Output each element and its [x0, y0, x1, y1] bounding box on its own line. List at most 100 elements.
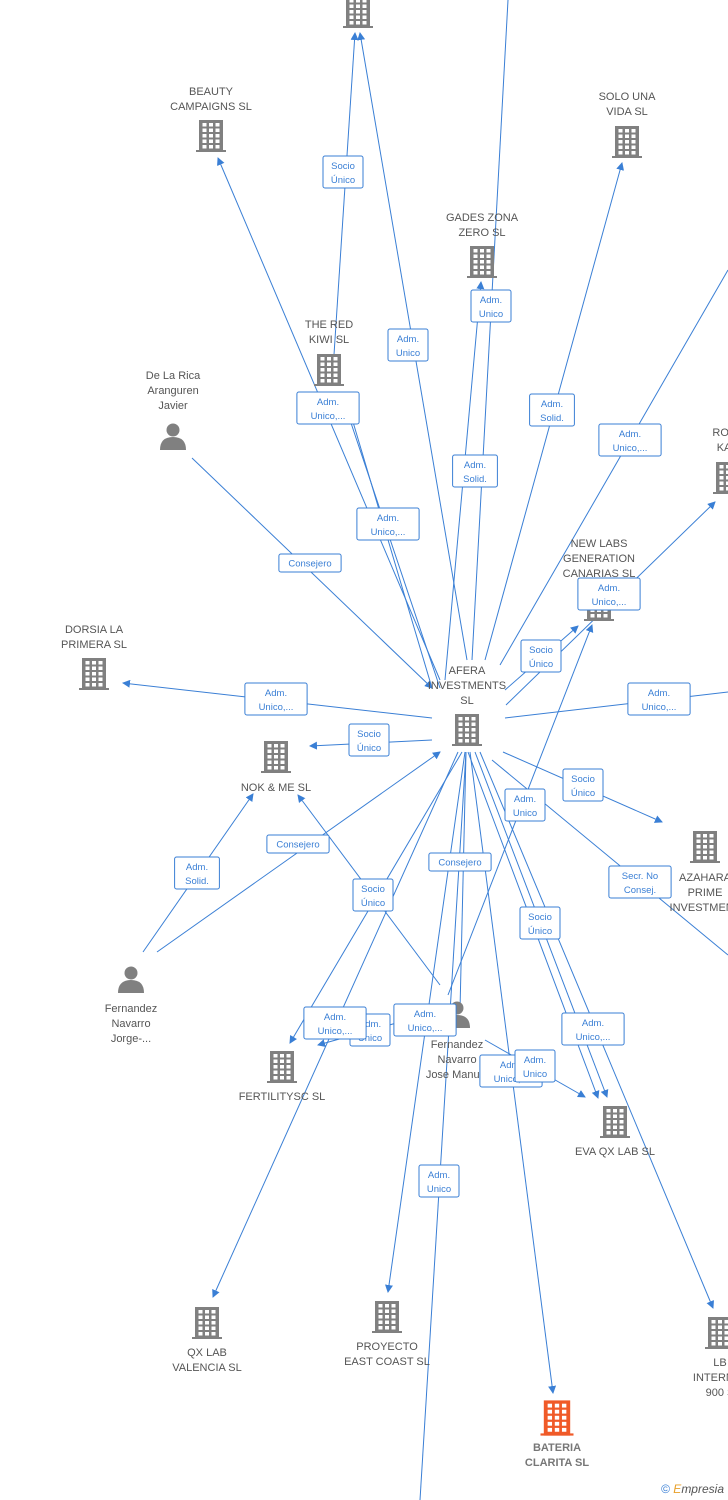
node-label-fertility: FERTILITYSC SL — [239, 1091, 326, 1103]
relation-label-r2[interactable]: Adm.Unico — [387, 328, 429, 362]
svg-text:Consejero: Consejero — [438, 858, 481, 869]
relation-label-r8[interactable]: Adm.Unico,... — [356, 507, 420, 541]
relation-label-r3[interactable]: Adm.Unico — [470, 289, 512, 323]
building-icon — [372, 1301, 402, 1333]
edge-10 — [344, 394, 433, 689]
node-top[interactable] — [343, 0, 373, 28]
svg-text:Adm.Unico: Adm.Unico — [396, 334, 420, 359]
svg-text:Adm.Unico,...: Adm.Unico,... — [318, 1012, 353, 1037]
svg-text:Adm.Unico,...: Adm.Unico,... — [642, 688, 677, 713]
svg-text:Adm.Unico,...: Adm.Unico,... — [494, 1060, 529, 1085]
building-icon — [343, 0, 373, 28]
relation-label-r9[interactable]: Consejero — [278, 553, 342, 573]
relation-label-r18[interactable]: Consejero — [428, 852, 492, 872]
svg-text:Adm.Unico: Adm.Unico — [358, 1019, 382, 1044]
brand-logo: Empresia — [673, 1482, 724, 1496]
relation-label-r29[interactable]: Adm.Unico — [514, 1049, 556, 1083]
node-fertility[interactable]: FERTILITYSC SL — [239, 1051, 326, 1103]
footer-watermark: © Empresia — [661, 1482, 724, 1496]
svg-text:Adm.Unico,...: Adm.Unico,... — [371, 513, 406, 538]
relation-label-r27[interactable]: Adm.Unico — [418, 1164, 460, 1198]
edge-9 — [349, 419, 441, 689]
building-icon — [192, 1307, 222, 1339]
relation-label-r10[interactable]: Adm.Unico,... — [577, 577, 641, 611]
node-azahara[interactable]: AZAHARAPRIMEINVESTMENT — [670, 831, 728, 914]
node-label-lb: LBINTERNAT900 S — [693, 1357, 728, 1399]
svg-text:Adm.Unico,...: Adm.Unico,... — [408, 1009, 443, 1034]
edge-8 — [191, 457, 433, 689]
node-lb[interactable]: LBINTERNAT900 S — [693, 1317, 728, 1399]
svg-text:Adm.Unico: Adm.Unico — [513, 794, 537, 819]
relation-label-r20[interactable]: Adm.Solid. — [174, 856, 220, 890]
svg-text:Adm.Unico: Adm.Unico — [479, 295, 503, 320]
node-label-rose: ROSEKAN — [712, 427, 728, 454]
relation-label-r24[interactable]: Adm.Unico,... — [303, 1006, 367, 1040]
relation-label-r25[interactable]: Adm.Unico,... — [393, 1003, 457, 1037]
building-icon — [267, 1051, 297, 1083]
relation-label-r16[interactable]: Adm.Unico — [504, 788, 546, 822]
relation-label-r7[interactable]: Adm.Unico,... — [598, 423, 662, 457]
person-icon — [160, 423, 186, 450]
building-icon — [196, 120, 226, 152]
svg-text:Adm.Unico,...: Adm.Unico,... — [311, 397, 346, 422]
edge-7 — [499, 269, 728, 666]
edge-12 — [504, 691, 728, 719]
edge-3 — [332, 32, 359, 371]
relation-label-r12[interactable]: Adm.Unico,... — [244, 682, 308, 716]
node-rose[interactable]: ROSEKAN — [712, 427, 728, 494]
node-nok[interactable]: NOK & ME SL — [241, 741, 311, 794]
relation-label-r5[interactable]: Adm.Solid. — [529, 393, 575, 427]
relation-label-r6[interactable]: Adm.Solid. — [452, 454, 498, 488]
building-icon — [612, 126, 642, 158]
relation-label-r17[interactable]: Consejero — [266, 834, 330, 854]
building-icon — [261, 741, 291, 773]
building-icon — [705, 1317, 728, 1349]
node-evaqx[interactable]: EVA QX LAB SL — [575, 1106, 655, 1158]
relation-label-r26[interactable]: Adm.Unico,... — [561, 1012, 625, 1046]
relation-label-r4[interactable]: Adm.Unico,... — [296, 391, 360, 425]
person-icon — [118, 966, 144, 993]
node-label-azahara: AZAHARAPRIMEINVESTMENT — [670, 872, 728, 914]
copyright-symbol: © — [661, 1482, 670, 1496]
relation-label-r13[interactable]: Adm.Unico,... — [627, 682, 691, 716]
node-label-evaqx: EVA QX LAB SL — [575, 1146, 655, 1158]
building-icon — [600, 1106, 630, 1138]
svg-text:Consejero: Consejero — [288, 559, 331, 570]
building-icon — [452, 714, 482, 746]
node-label-nok: NOK & ME SL — [241, 782, 311, 794]
svg-text:Adm.Unico: Adm.Unico — [427, 1170, 451, 1195]
